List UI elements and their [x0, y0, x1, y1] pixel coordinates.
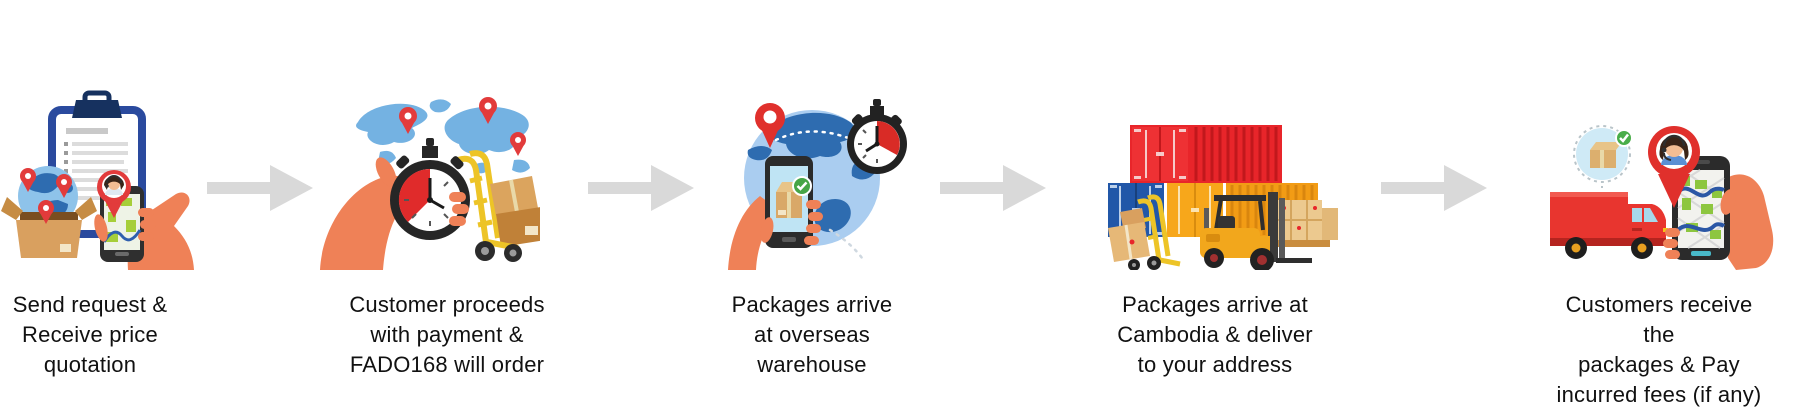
- arrow-right-icon: [1381, 165, 1487, 211]
- hand-phone-package-icon: [728, 156, 823, 270]
- green-check-icon: [1615, 129, 1633, 147]
- globe-in-box-icon: [1, 166, 97, 258]
- caption-line: quotation: [43, 352, 137, 377]
- location-pin-icon: [755, 103, 785, 148]
- overseas-warehouse-illustration-svg: [728, 99, 907, 270]
- overseas-warehouse-illustration: [710, 80, 910, 270]
- support-agent-pin-icon: [97, 170, 131, 218]
- caption-line: Customer proceeds: [349, 292, 545, 317]
- hand-truck-boxes-icon: [457, 150, 540, 262]
- caption-line: Packages arrive: [731, 292, 893, 317]
- arrow-right-icon: [207, 165, 313, 211]
- caption-line: with payment &: [370, 322, 524, 347]
- arrow-right-icon: [588, 165, 694, 211]
- send-request-illustration: [0, 80, 200, 270]
- arrow-right-icon: [940, 165, 1046, 211]
- step-3-caption: Packages arrive at overseas warehouse: [712, 290, 912, 380]
- receive-packages-illustration-svg: [1550, 125, 1774, 270]
- flow-arrow-3: [940, 165, 1046, 211]
- support-agent-pin-icon: [1648, 126, 1700, 208]
- flow-arrow-2: [588, 165, 694, 211]
- forklift-icon: [1200, 192, 1312, 270]
- payment-order-illustration-svg: [320, 97, 540, 270]
- caption-line: Receive price: [22, 322, 158, 347]
- delivery-truck-icon: [1550, 192, 1668, 259]
- caption-line: warehouse: [757, 352, 867, 377]
- caption-line: FADO168 will order: [349, 352, 545, 377]
- caption-line: Packages arrive at: [1122, 292, 1308, 317]
- caption-line: packages & Pay: [1578, 352, 1740, 377]
- location-pin-icon: [20, 168, 72, 224]
- caption-line: Send request &: [12, 292, 168, 317]
- stopwatch-icon: [847, 99, 907, 174]
- hand-stopwatch-icon: [320, 138, 470, 270]
- send-request-illustration-svg: [1, 90, 194, 270]
- caption-line: to your address: [1137, 352, 1293, 377]
- caption-line: at overseas: [754, 322, 870, 347]
- payment-order-illustration: [320, 80, 540, 270]
- green-check-icon: [792, 176, 812, 196]
- hand-truck-boxes-icon: [1108, 194, 1181, 270]
- caption-line: Customers receive the: [1565, 292, 1753, 347]
- flow-arrow-4: [1381, 165, 1487, 211]
- step-4-caption: Packages arrive at Cambodia & deliver to…: [1105, 290, 1325, 380]
- location-pin-icon: [399, 97, 526, 156]
- step-1-caption: Send request & Receive price quotation: [0, 290, 182, 380]
- hand-phone-map-icon: [1663, 156, 1774, 270]
- flow-arrow-1: [207, 165, 313, 211]
- caption-line: incurred fees (if any): [1556, 382, 1762, 407]
- package-bubble-check-icon: [1573, 125, 1633, 196]
- cambodia-delivery-illustration-svg: [1108, 125, 1338, 270]
- world-map-icon: [356, 99, 530, 174]
- cambodia-delivery-illustration: [1080, 80, 1340, 270]
- step-5-caption: Customers receive the packages & Pay inc…: [1549, 290, 1769, 410]
- receive-packages-illustration: [1540, 80, 1790, 270]
- step-2-caption: Customer proceeds with payment & FADO168…: [337, 290, 557, 380]
- caption-line: Cambodia & deliver: [1117, 322, 1313, 347]
